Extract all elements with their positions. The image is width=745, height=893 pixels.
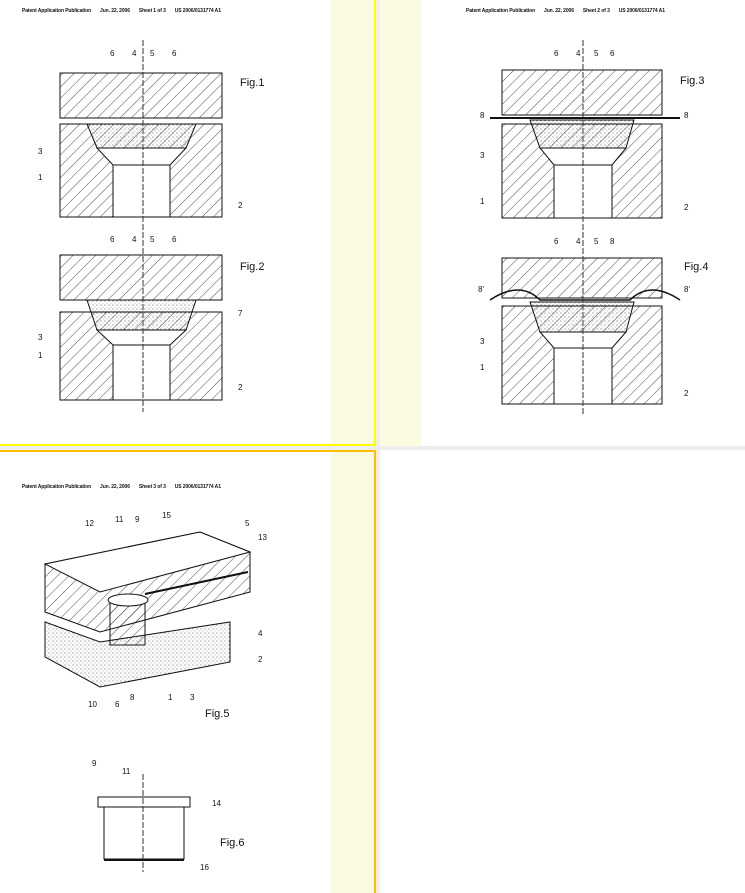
reference-numeral: 8 — [610, 237, 615, 246]
reference-numeral: 3 — [480, 337, 485, 346]
reference-numeral: 1 — [480, 197, 485, 206]
reference-numeral: 7 — [238, 309, 243, 318]
reference-numeral: 8 — [684, 111, 689, 120]
reference-numeral: 4 — [576, 237, 581, 246]
reference-numeral: 8 — [130, 693, 135, 702]
reference-numeral: 10 — [88, 700, 97, 709]
patent-drawing-sheet-3: Fig.5 1211915 51342 106813 Fig.6 9111416 — [0, 452, 331, 893]
reference-numeral: 6 — [610, 49, 615, 58]
figure-label: Fig.5 — [205, 708, 229, 720]
reference-numeral: 11 — [122, 767, 131, 776]
reference-numeral: 4 — [132, 49, 137, 58]
reference-numeral: 6 — [172, 49, 177, 58]
figure-1: Fig.1 6 4 5 6 3 1 2 — [38, 40, 264, 230]
reference-numeral: 11 — [115, 515, 124, 524]
empty-page-slot — [380, 450, 745, 893]
reference-numeral: 1 — [38, 351, 43, 360]
patent-drawing-sheet-2: Fig.3 6 4 5 6 8 8 3 1 2 Fig.4 6 4 5 8 8' 8' 3 1 2 — [380, 0, 745, 446]
figure-label: Fig.3 — [680, 75, 704, 87]
reference-numeral: 2 — [684, 389, 689, 398]
figure-label: Fig.1 — [240, 77, 264, 89]
reference-numeral: 16 — [200, 863, 209, 872]
reference-numeral: 6 — [110, 235, 115, 244]
reference-numeral: 14 — [212, 799, 221, 808]
figure-4: Fig.4 6 4 5 8 8' 8' 3 1 2 — [478, 232, 708, 415]
reference-numeral: 6 — [172, 235, 177, 244]
reference-numeral: 1 — [38, 173, 43, 182]
reference-numeral: 3 — [38, 147, 43, 156]
reference-numeral: 12 — [85, 519, 94, 528]
figure-3: Fig.3 6 4 5 6 8 8 3 1 2 — [480, 40, 704, 230]
reference-numeral: 2 — [258, 655, 263, 664]
figure-label: Fig.2 — [240, 261, 264, 273]
reference-numeral: 5 — [150, 49, 155, 58]
reference-numeral: 6 — [554, 49, 559, 58]
reference-numeral: 6 — [115, 700, 120, 709]
figure-6: Fig.6 9 11 14 16 — [92, 759, 244, 872]
patent-drawing-sheet-1: Fig.1 6 4 5 6 3 1 2 Fig.2 6 4 5 6 3 7 1 2 — [0, 0, 331, 444]
reference-numeral: 4 — [132, 235, 137, 244]
reference-numeral: 1 — [480, 363, 485, 372]
reference-numeral: 2 — [684, 203, 689, 212]
reference-numeral: 5 — [594, 49, 599, 58]
figure-label: Fig.6 — [220, 837, 244, 849]
reference-numeral: 3 — [190, 693, 195, 702]
figure-label: Fig.4 — [684, 261, 708, 273]
page-thumbnail-3[interactable]: Patent Application PublicationJun. 22, 2… — [0, 450, 376, 893]
reference-numeral: 6 — [110, 49, 115, 58]
reference-numeral: 9 — [92, 759, 97, 768]
page-margin — [331, 0, 374, 444]
reference-numeral: 5 — [245, 519, 250, 528]
reference-numeral: 5 — [594, 237, 599, 246]
reference-numeral: 8' — [684, 285, 690, 294]
page-thumbnail-2[interactable]: Patent Application PublicationJun. 22, 2… — [380, 0, 745, 446]
reference-numeral: 3 — [38, 333, 43, 342]
reference-numeral: 8' — [478, 285, 484, 294]
reference-numeral: 2 — [238, 383, 243, 392]
reference-numeral: 2 — [238, 201, 243, 210]
reference-numeral: 5 — [150, 235, 155, 244]
reference-numeral: 6 — [554, 237, 559, 246]
figure-5: Fig.5 1211915 51342 106813 — [45, 511, 267, 720]
page-margin — [331, 452, 374, 893]
reference-numeral: 9 — [135, 515, 140, 524]
figure-2: Fig.2 6 4 5 6 3 7 1 2 — [38, 232, 264, 412]
reference-numeral: 13 — [258, 533, 267, 542]
reference-numeral: 4 — [576, 49, 581, 58]
reference-numeral: 8 — [480, 111, 485, 120]
reference-numeral: 4 — [258, 629, 263, 638]
reference-numeral: 15 — [162, 511, 171, 520]
page-thumbnail-1[interactable]: Patent Application PublicationJun. 22, 2… — [0, 0, 376, 446]
reference-numeral: 3 — [480, 151, 485, 160]
reference-numeral: 1 — [168, 693, 173, 702]
